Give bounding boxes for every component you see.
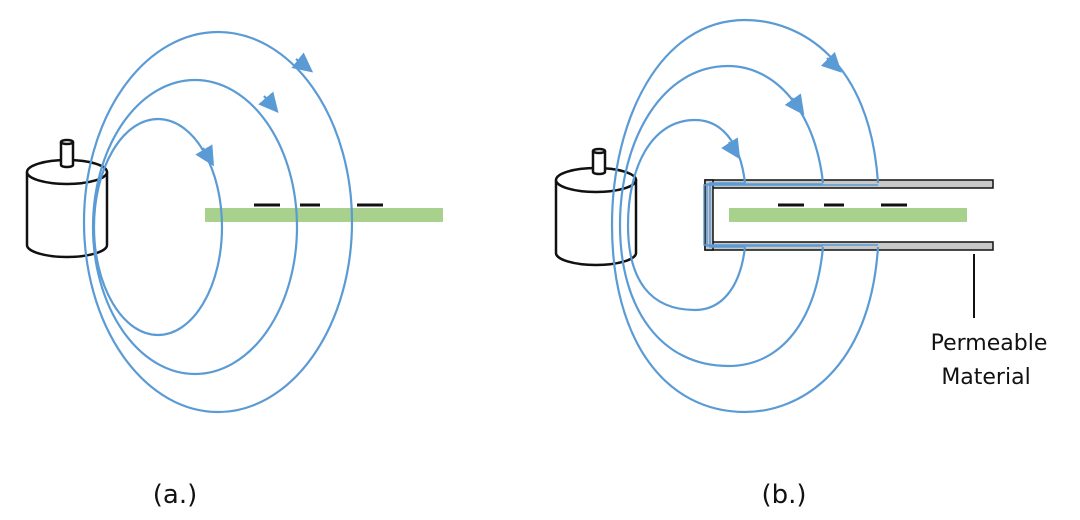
field-loop-middle-b bbox=[618, 64, 825, 368]
panel-b-caption: (b.) bbox=[761, 480, 806, 510]
permeable-material bbox=[704, 179, 994, 251]
field-loop-middle-a bbox=[91, 78, 299, 376]
material-label-line1: Permeable bbox=[931, 331, 1048, 356]
field-loop-inner-b bbox=[626, 118, 747, 312]
arrow-icon bbox=[820, 51, 842, 73]
panel-a: (a.) bbox=[25, 30, 443, 510]
field-loop-outer-a bbox=[82, 30, 354, 414]
arrow-icon bbox=[195, 144, 215, 167]
arrow-icon bbox=[721, 137, 741, 160]
field-loop-outer-b bbox=[610, 18, 880, 414]
field-lines-b bbox=[610, 18, 880, 414]
field-arrows-b bbox=[721, 51, 842, 160]
conductor-strip-a bbox=[205, 208, 443, 222]
panel-b: Permeable Material (b.) bbox=[554, 18, 1048, 510]
conductor-strip-b bbox=[729, 208, 967, 222]
field-loop-inner-a bbox=[92, 117, 224, 337]
arrow-icon bbox=[258, 91, 279, 114]
field-arrows-a bbox=[195, 52, 314, 167]
magnet-icon bbox=[554, 147, 638, 267]
field-lines-a bbox=[82, 30, 354, 414]
magnet-icon bbox=[25, 138, 109, 259]
panel-a-caption: (a.) bbox=[153, 480, 197, 510]
arrow-icon bbox=[291, 52, 314, 73]
arrow-icon bbox=[784, 93, 805, 116]
material-label-line2: Material bbox=[941, 365, 1030, 390]
permeable-back-plate bbox=[704, 179, 714, 251]
